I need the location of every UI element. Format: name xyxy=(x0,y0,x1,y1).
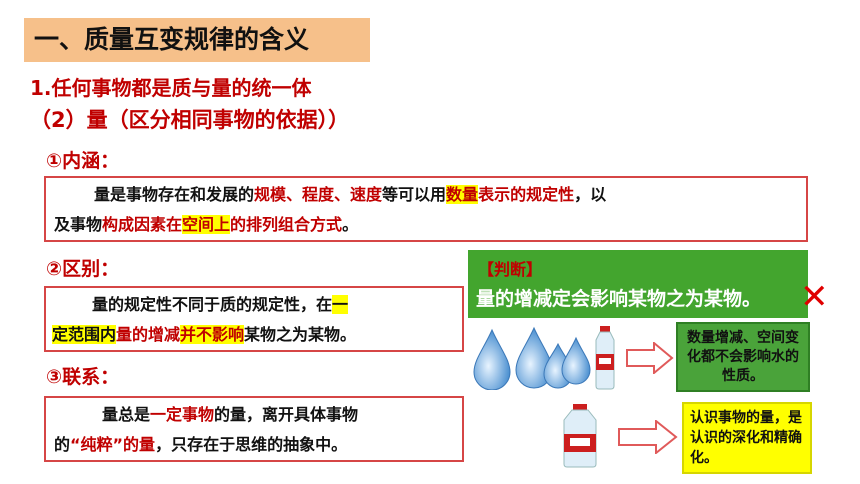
difference-line-1: 量的规定性不同于质的规定性，在一 xyxy=(92,290,454,320)
text-run: 并不影响 xyxy=(180,325,245,344)
water-bottle-icon xyxy=(595,326,615,390)
subtitle-quantity: （2）量（区分相同事物的依据）） xyxy=(30,108,350,132)
text-run: ，以 xyxy=(574,185,607,204)
text-run: ，只存在于思维的抽象中。 xyxy=(155,435,348,454)
connection-box: 量总是一定事物的量，离开具体事物 的“纯粹”的量，只存在于思维的抽象中。 xyxy=(44,396,464,462)
text-run: 量的增减 xyxy=(116,325,181,344)
text-run: 表示的规定性 xyxy=(478,185,575,204)
connection-line-2: 的“纯粹”的量，只存在于思维的抽象中。 xyxy=(54,430,454,460)
text-run: 一定事物 xyxy=(150,405,215,424)
text-run: 的量，离开具体事物 xyxy=(214,405,359,424)
judge-box: 【判断】 量的增减定会影响某物之为某物。 xyxy=(468,250,808,318)
page-title: 一、质量互变规律的含义 xyxy=(24,18,370,62)
subtitle-unity: 1.任何事物都是质与量的统一体 xyxy=(30,76,312,100)
difference-box: 量的规定性不同于质的规定性，在一 定范围内量的增减并不影响某物之为某物。 xyxy=(44,286,464,352)
text-run: 数量 xyxy=(446,185,479,204)
text-run: 等可以用 xyxy=(382,185,447,204)
section-heading-connection: ③联系： xyxy=(46,366,120,388)
water-drops-icon xyxy=(473,326,591,390)
difference-line-2: 定范围内量的增减并不影响某物之为某物。 xyxy=(52,320,454,350)
text-run: 量总是 xyxy=(102,405,151,424)
text-run: 定范围内 xyxy=(52,325,117,344)
water-property-note: 数量增减、空间变化都不会影响水的性质。 xyxy=(676,322,810,392)
text-run: 规模、程度、速度 xyxy=(254,185,383,204)
text-run: 的 xyxy=(54,435,71,454)
section-heading-connotation: ①内涵： xyxy=(46,150,120,172)
cognition-note: 认识事物的量，是认识的深化和精确化。 xyxy=(682,402,812,474)
section-heading-difference: ②区别： xyxy=(46,258,120,280)
text-run: 一 xyxy=(332,295,349,314)
text-run: 及事物 xyxy=(54,215,103,234)
connotation-box: 量是事物存在和发展的规模、程度、速度等可以用数量表示的规定性，以 及事物构成因素… xyxy=(44,176,808,242)
connotation-line-1: 量是事物存在和发展的规模、程度、速度等可以用数量表示的规定性，以 xyxy=(94,180,796,210)
wrong-mark-icon: ✕ xyxy=(800,277,829,317)
water-bottle-icon xyxy=(563,404,597,468)
judge-statement: 量的增减定会影响某物之为某物。 xyxy=(476,288,762,310)
text-run: 构成因素在 xyxy=(102,215,183,234)
text-run: 空间上 xyxy=(182,215,231,234)
arrow-right-icon xyxy=(626,342,674,374)
judge-label: 【判断】 xyxy=(478,260,543,279)
arrow-right-icon xyxy=(618,420,678,454)
text-run: 某物之为某物。 xyxy=(244,325,357,344)
text-run: 。 xyxy=(342,215,359,234)
text-run: 量的规定性不同于质的规定性，在 xyxy=(92,295,333,314)
connection-line-1: 量总是一定事物的量，离开具体事物 xyxy=(102,400,454,430)
connotation-line-2: 及事物构成因素在空间上的排列组合方式。 xyxy=(54,210,796,240)
text-run: “纯粹”的量 xyxy=(70,435,156,454)
text-run: 的排列组合方式 xyxy=(230,215,343,234)
text-run: 量是事物存在和发展的 xyxy=(94,185,255,204)
